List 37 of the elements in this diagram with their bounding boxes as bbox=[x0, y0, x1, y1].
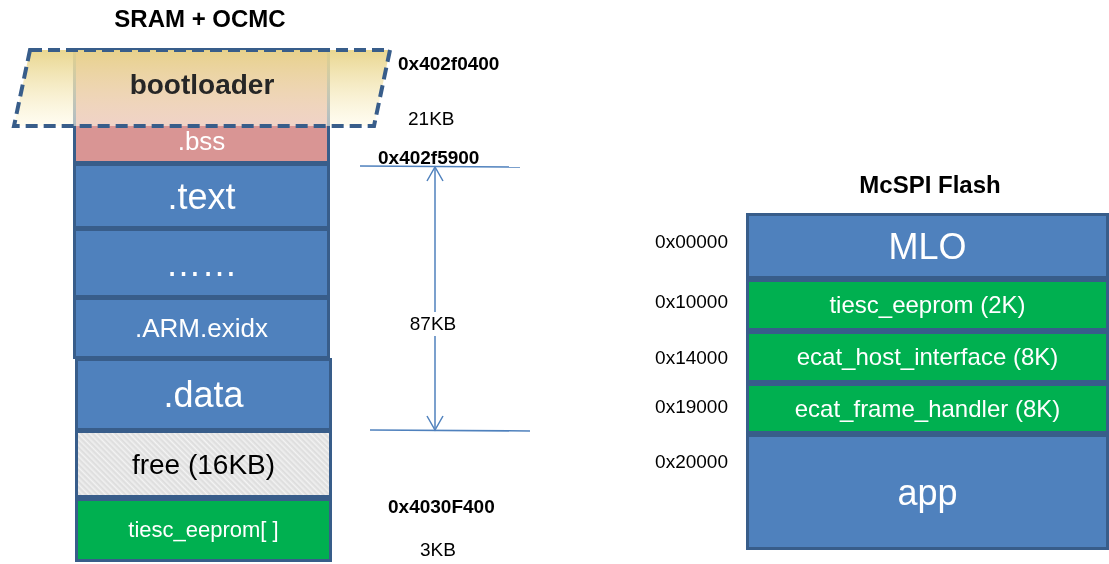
address-label: 0x4030F400 bbox=[388, 495, 496, 519]
memory-section-box bbox=[75, 430, 332, 498]
address-label: 0x19000 bbox=[654, 395, 728, 419]
section-label: MLO bbox=[888, 224, 967, 269]
address-label: 0x14000 bbox=[654, 346, 728, 370]
section-label: free (16KB) bbox=[131, 447, 276, 482]
address-label: 0x20000 bbox=[654, 450, 728, 474]
section-label: ecat_frame_handler (8K) bbox=[794, 393, 1061, 424]
memory-section-box bbox=[73, 297, 330, 359]
column-title: SRAM + OCMC bbox=[113, 4, 287, 34]
memory-section-box bbox=[746, 434, 1109, 550]
section-label: tiesc_eeprom[ ] bbox=[128, 516, 279, 544]
memory-section-box bbox=[746, 331, 1109, 383]
address-label: 0x402f5900 bbox=[378, 146, 481, 170]
memory-section-box bbox=[73, 228, 330, 298]
memory-section-box bbox=[75, 358, 332, 431]
section-label: .text bbox=[167, 174, 236, 219]
section-label: .data bbox=[163, 373, 244, 417]
section-label: bootloader bbox=[129, 67, 275, 102]
section-label: tiesc_eeprom (2K) bbox=[829, 290, 1026, 320]
memory-section-box bbox=[73, 163, 330, 229]
memory-section-box bbox=[746, 279, 1109, 331]
section-label: .bss bbox=[177, 124, 226, 157]
address-label: 0x402f0400 bbox=[398, 52, 501, 76]
memory-section-box bbox=[746, 383, 1109, 434]
address-label: 21KB bbox=[408, 107, 456, 131]
column-title: McSPI Flash bbox=[858, 170, 1002, 200]
memory-section-box bbox=[746, 213, 1109, 279]
address-label: 0x00000 bbox=[654, 230, 728, 254]
section-label: …… bbox=[165, 241, 238, 286]
address-label: 3KB bbox=[420, 538, 457, 562]
section-label: ecat_host_interface (8K) bbox=[796, 342, 1059, 372]
overlay-parallelogram bbox=[12, 48, 392, 128]
section-label: app bbox=[897, 470, 958, 515]
memory-section-box bbox=[75, 498, 332, 562]
section-label: .ARM.exidx bbox=[135, 311, 268, 345]
address-label: 0x10000 bbox=[654, 290, 728, 314]
